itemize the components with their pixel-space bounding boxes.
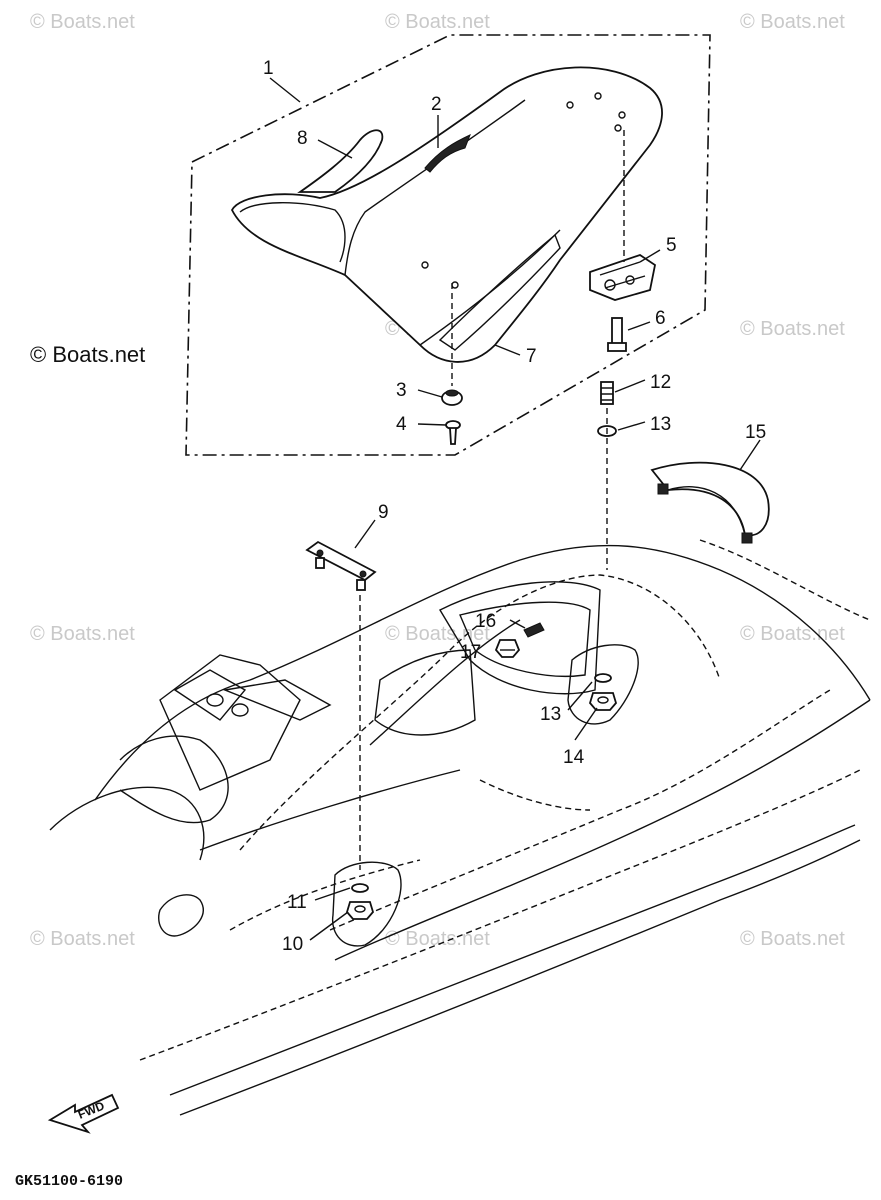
bolt (607, 317, 627, 352)
watermark: © Boats.net (740, 623, 845, 645)
callout-10: 10 (282, 934, 303, 955)
callout-7: 7 (526, 346, 537, 367)
mount-pad-rear (331, 861, 402, 947)
callout-5: 5 (666, 235, 677, 256)
callout-17: 17 (460, 642, 481, 663)
collar (441, 389, 463, 406)
deck-nut (494, 622, 545, 658)
callouts: 1 2 3 4 5 6 7 8 9 10 11 12 13 13 14 15 1… (263, 58, 766, 955)
callout-1: 1 (263, 58, 274, 79)
seat (230, 66, 663, 363)
hull (49, 539, 871, 1116)
callout-4: 4 (396, 414, 407, 435)
callout-9: 9 (378, 502, 389, 523)
callout-12: 12 (650, 372, 671, 393)
watermark: © Boats.net (385, 11, 490, 33)
watermark: © Boats.net (30, 623, 135, 645)
bracket (589, 254, 657, 301)
mount-pad-front (567, 644, 639, 725)
callout-16: 16 (475, 611, 496, 632)
watermark: © Boats.net (740, 928, 845, 950)
watermark: © Boats.net (30, 928, 135, 950)
callout-13-upper: 13 (650, 414, 671, 435)
watermark: © Boats.net (385, 928, 490, 950)
watermark: © Boats.net (30, 11, 135, 33)
plate (305, 540, 377, 591)
diagram-code: GK51100-6190 (15, 1173, 123, 1190)
watermark-main: © Boats.net (30, 342, 145, 367)
watermark: © Boats.net (740, 11, 845, 33)
fwd-arrow: FWD (47, 1093, 120, 1134)
leader-lines (269, 77, 761, 941)
callout-3: 3 (396, 380, 407, 401)
callout-14: 14 (563, 747, 585, 768)
callout-8: 8 (297, 128, 308, 149)
stud (600, 381, 614, 405)
callout-13-lower: 13 (540, 704, 561, 725)
watermark: © Boats.net (385, 623, 490, 645)
watermark: © Boats.net (740, 318, 845, 340)
callout-6: 6 (655, 308, 666, 329)
callout-15: 15 (745, 422, 766, 443)
cover (650, 461, 770, 544)
stopper (445, 420, 461, 445)
callout-2: 2 (431, 94, 442, 115)
callout-11: 11 (287, 892, 307, 913)
seat-assembly-boundary (185, 34, 711, 456)
